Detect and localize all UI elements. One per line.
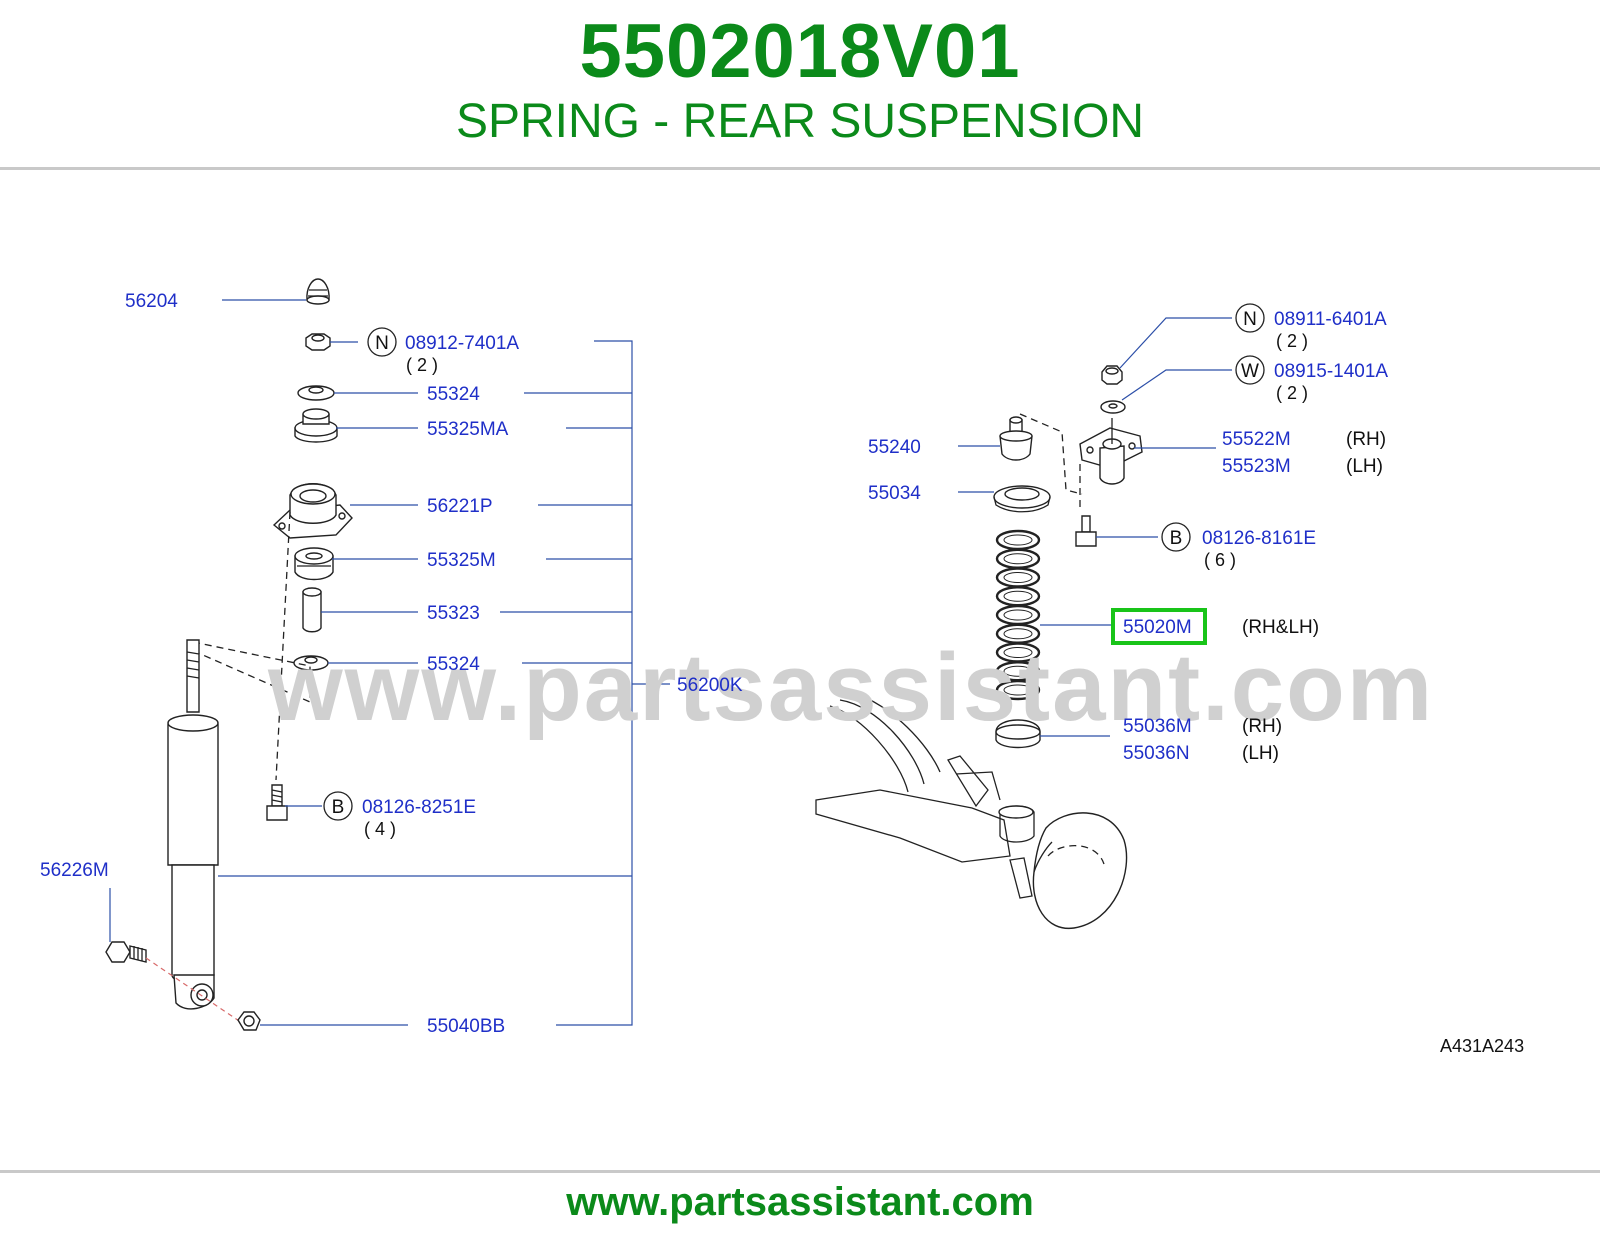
header-divider (0, 167, 1600, 170)
part-label-08915-1401a[interactable]: 08915-1401A (1274, 361, 1388, 382)
bushing-55325m-drawing (294, 547, 334, 581)
diagram-title: SPRING - REAR SUSPENSION (455, 95, 1145, 148)
spring-seat-55036-drawing (995, 719, 1041, 749)
upper-mount-56221p-drawing (272, 483, 353, 539)
spring-bracket-55522m-drawing (1079, 418, 1143, 485)
bolt-08126-8161e-drawing (1075, 515, 1097, 547)
side-note-55522m: (RH) (1346, 429, 1386, 450)
part-label-55324-top[interactable]: 55324 (427, 384, 480, 405)
part-label-55325ma[interactable]: 55325MA (427, 419, 509, 440)
bushing-55325ma-drawing (294, 408, 338, 443)
callout-circle-n-08912: N (367, 327, 397, 357)
highlight-box-55020m (1111, 608, 1207, 645)
spring-coil-inner (1003, 609, 1033, 621)
callout-circle-b-08126-8251e: B (323, 791, 353, 821)
qty-08911-6401a: ( 2 ) (1276, 331, 1308, 351)
part-label-08911-6401a[interactable]: 08911-6401A (1274, 309, 1387, 330)
bolt-56226m-drawing (105, 941, 147, 963)
part-label-55240[interactable]: 55240 (868, 437, 921, 458)
side-note-55036m: (RH) (1242, 716, 1282, 737)
spring-coil-inner (1003, 628, 1033, 640)
spring-coil-turn (995, 586, 1041, 607)
part-label-55020m[interactable]: 55020M (1123, 617, 1192, 638)
part-label-55523m[interactable]: 55523M (1222, 456, 1291, 477)
spring-seat-55034-drawing (993, 485, 1051, 513)
part-label-55034[interactable]: 55034 (868, 483, 921, 504)
spring-coil-inner (1003, 534, 1033, 546)
bolt-08126-8251e-drawing (266, 784, 288, 821)
side-note-55523m: (LH) (1346, 456, 1383, 477)
qty-08915-1401a: ( 2 ) (1276, 383, 1308, 403)
part-label-08126-8161e[interactable]: 08126-8161E (1202, 528, 1316, 549)
side-note-55036n: (LH) (1242, 743, 1279, 764)
nut-08912-drawing (305, 333, 331, 351)
spring-coil-inner (1003, 553, 1033, 565)
svg-text:N: N (375, 333, 389, 354)
rear-axle-housing-drawing (815, 693, 1128, 929)
callout-circle-n-08911: N (1235, 303, 1265, 333)
spring-coil-turn (995, 567, 1041, 588)
part-label-56221p[interactable]: 56221P (427, 496, 493, 517)
diagram-reference-code: A431A243 (1440, 1036, 1524, 1056)
part-label-56200k[interactable]: 56200K (677, 675, 743, 696)
part-label-55040bb[interactable]: 55040BB (427, 1016, 505, 1037)
qty-08912-7401a: ( 2 ) (406, 355, 438, 375)
qty-08126-8161e: ( 6 ) (1204, 550, 1236, 570)
side-note-55020m: (RH&LH) (1242, 617, 1319, 638)
callout-circle-w-08915: W (1235, 355, 1265, 385)
svg-text:N: N (1243, 309, 1257, 330)
spring-coil-turn (995, 529, 1041, 551)
shock-absorber-56200k-drawing (167, 639, 219, 1010)
part-label-55325m[interactable]: 55325M (427, 550, 496, 571)
svg-text:B: B (1170, 528, 1183, 549)
spring-coil-turn (995, 548, 1041, 569)
nut-55040bb-drawing (237, 1011, 261, 1031)
spring-coil-inner (1003, 665, 1033, 677)
spring-coil-inner (1003, 647, 1033, 658)
part-label-55036m[interactable]: 55036M (1123, 716, 1192, 737)
washer-08915-drawing (1100, 400, 1126, 414)
sleeve-55323-drawing (302, 587, 322, 633)
part-label-55036n[interactable]: 55036N (1123, 743, 1190, 764)
spring-coil-inner (1003, 572, 1033, 583)
svg-text:B: B (332, 797, 345, 818)
part-label-56226m[interactable]: 56226M (40, 860, 109, 881)
part-label-55522m[interactable]: 55522M (1222, 429, 1291, 450)
watermark: www.partsassistant.com (267, 634, 1434, 741)
spring-coil-turn (995, 604, 1041, 626)
bump-stop-56204-drawing (306, 278, 330, 305)
part-label-08126-8251e[interactable]: 08126-8251E (362, 797, 476, 818)
spring-coil-turn (995, 679, 1041, 701)
spring-coil-inner (1003, 684, 1033, 696)
washer-55324-top-drawing (297, 385, 335, 401)
part-label-56204[interactable]: 56204 (125, 291, 178, 312)
part-label-55323[interactable]: 55323 (427, 603, 480, 624)
coil-spring-55020m-drawing (995, 529, 1041, 701)
part-label-08912-7401a[interactable]: 08912-7401A (405, 333, 519, 354)
callout-circle-b-08126-8161e: B (1161, 522, 1191, 552)
footer-site-link[interactable]: www.partsassistant.com (566, 1180, 1034, 1224)
svg-text:W: W (1241, 361, 1259, 382)
spring-coil-inner (1003, 590, 1033, 602)
qty-08126-8251e: ( 4 ) (364, 819, 396, 839)
bump-stop-55240-drawing (999, 416, 1033, 461)
nut-08911-drawing (1101, 365, 1123, 385)
washer-55324-bottom-drawing (293, 655, 329, 671)
part-number-title: 5502018V01 (579, 9, 1021, 94)
footer-divider (0, 1170, 1600, 1173)
leader-lines (109, 299, 1232, 1026)
part-label-55324-bottom[interactable]: 55324 (427, 654, 480, 675)
